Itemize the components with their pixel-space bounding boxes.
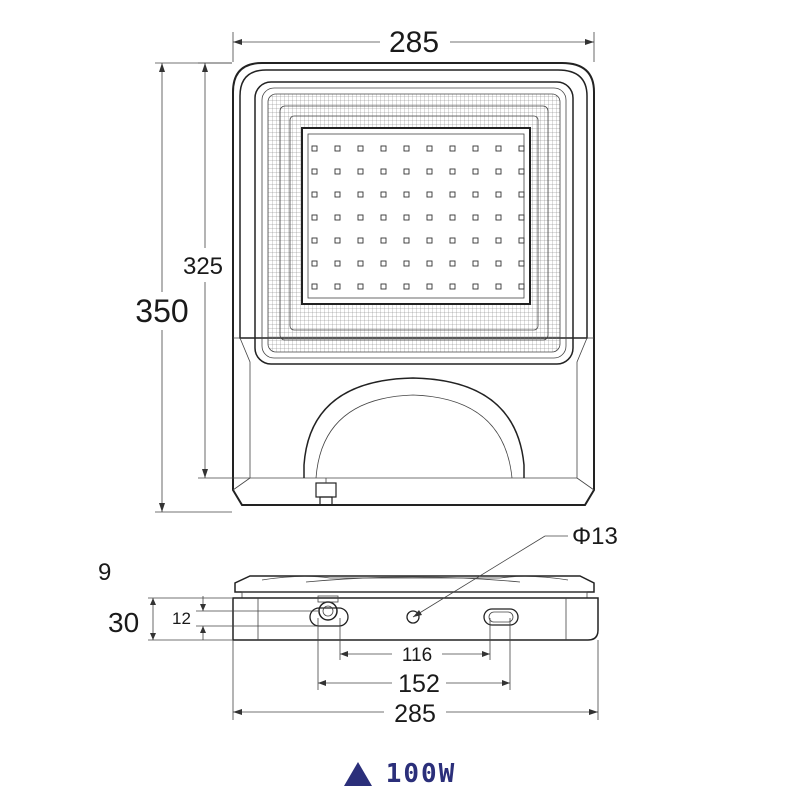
led-chip xyxy=(495,283,502,290)
dimension-side-mid: 12 xyxy=(172,609,191,628)
led-chip xyxy=(518,191,525,198)
led-chip xyxy=(426,283,433,290)
led-chip xyxy=(518,237,525,244)
caption: 100W xyxy=(0,752,800,796)
led-chip xyxy=(426,237,433,244)
dimension-inner-height: 325 xyxy=(183,253,223,280)
led-chip xyxy=(357,237,364,244)
led-chip xyxy=(472,214,479,221)
led-chip xyxy=(449,237,456,244)
led-chip xyxy=(380,191,387,198)
led-chip xyxy=(495,237,502,244)
led-chip xyxy=(380,283,387,290)
led-chip xyxy=(334,283,341,290)
led-chip xyxy=(334,260,341,267)
led-chip xyxy=(380,260,387,267)
led-chip xyxy=(311,168,318,175)
led-chip xyxy=(472,283,479,290)
led-chip xyxy=(403,145,410,152)
led-chip xyxy=(518,283,525,290)
led-chip xyxy=(518,168,525,175)
dimension-overall-height: 350 xyxy=(135,293,188,329)
led-chip xyxy=(472,237,479,244)
led-chip xyxy=(518,214,525,221)
led-chip xyxy=(334,214,341,221)
led-chip xyxy=(334,145,341,152)
led-chip xyxy=(403,191,410,198)
bottom-view xyxy=(232,575,599,641)
dimension-hole-diameter: Φ13 xyxy=(572,523,618,550)
led-chip xyxy=(426,260,433,267)
led-chip xyxy=(334,191,341,198)
led-chip xyxy=(495,145,502,152)
front-dimensions: 285 350 325 xyxy=(135,26,595,513)
led-chip xyxy=(380,214,387,221)
led-chip xyxy=(311,145,318,152)
led-chip xyxy=(311,214,318,221)
led-chip xyxy=(495,168,502,175)
led-chip xyxy=(495,260,502,267)
dimension-top-width: 285 xyxy=(389,26,439,59)
led-chip xyxy=(449,191,456,198)
led-chip xyxy=(472,168,479,175)
led-chip xyxy=(403,283,410,290)
led-chip xyxy=(334,168,341,175)
cable-gland xyxy=(315,478,337,506)
led-chip xyxy=(334,237,341,244)
led-chip xyxy=(518,145,525,152)
led-chip xyxy=(380,237,387,244)
led-chip xyxy=(426,214,433,221)
led-chip xyxy=(357,283,364,290)
dimension-bottom-width: 285 xyxy=(394,700,436,728)
dimension-side-height: 30 xyxy=(108,607,139,638)
led-chip xyxy=(380,145,387,152)
led-chip xyxy=(380,168,387,175)
led-chip xyxy=(403,168,410,175)
dimension-side-top: 9 xyxy=(98,559,111,586)
led-chip xyxy=(426,145,433,152)
led-chip xyxy=(403,237,410,244)
led-chip xyxy=(495,214,502,221)
led-chip xyxy=(311,283,318,290)
led-chip xyxy=(311,191,318,198)
led-chip xyxy=(449,260,456,267)
front-view xyxy=(232,62,595,506)
led-chip xyxy=(495,191,502,198)
led-chip xyxy=(357,214,364,221)
led-chip xyxy=(426,191,433,198)
led-chip xyxy=(426,168,433,175)
led-chip xyxy=(357,191,364,198)
led-chip xyxy=(403,260,410,267)
led-chip xyxy=(403,214,410,221)
led-chip xyxy=(449,214,456,221)
led-chip xyxy=(311,237,318,244)
led-chip xyxy=(472,260,479,267)
dimension-hole-spacing-inner: 116 xyxy=(402,645,432,666)
led-chip xyxy=(311,260,318,267)
triangle-icon xyxy=(343,762,372,786)
led-chip xyxy=(449,283,456,290)
led-chip xyxy=(357,145,364,152)
bottom-dimensions: Φ13 9 30 12 116 152 xyxy=(98,523,618,728)
led-chip xyxy=(449,168,456,175)
led-chip xyxy=(518,260,525,267)
led-chip xyxy=(472,191,479,198)
dimension-hole-spacing-outer: 152 xyxy=(398,670,440,698)
led-array xyxy=(311,145,525,290)
led-chip xyxy=(472,145,479,152)
led-chip xyxy=(357,168,364,175)
led-chip xyxy=(449,145,456,152)
wattage-label: 100W xyxy=(385,759,457,789)
led-chip xyxy=(357,260,364,267)
